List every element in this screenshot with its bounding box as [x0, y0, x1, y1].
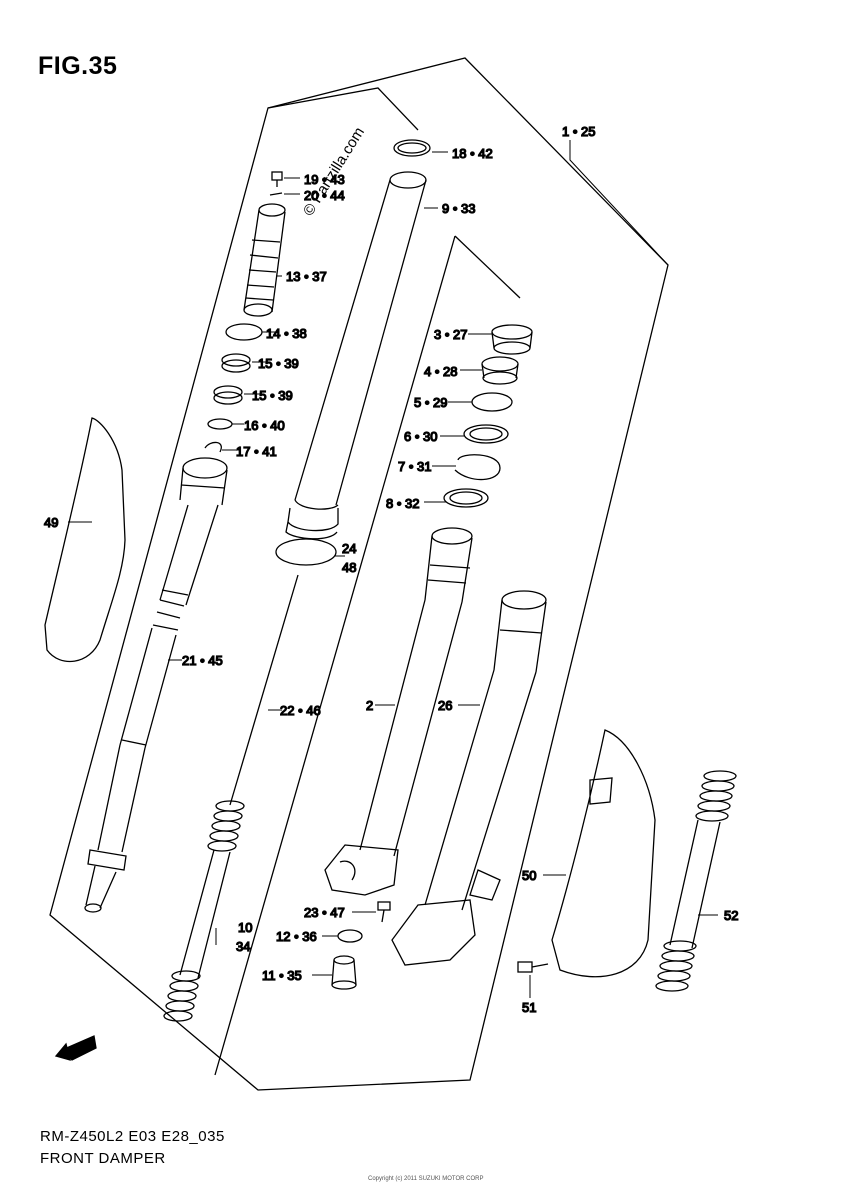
inner-right-outline — [454, 235, 521, 299]
callout-9-33: 9 • 33 — [442, 201, 475, 216]
o-ring-24 — [275, 538, 337, 566]
fwd-arrow — [54, 1035, 97, 1061]
bolt-23 — [377, 901, 391, 923]
bolt-19 — [271, 171, 283, 187]
dust-seal-8 — [443, 488, 489, 508]
bushing-15a — [221, 353, 251, 373]
callout-20-44: 20 • 44 — [304, 188, 345, 203]
diagram-name: FRONT DAMPER — [40, 1150, 166, 1167]
callout-18-42: 18 • 42 — [452, 146, 493, 161]
callout-17-41: 17 • 41 — [236, 444, 277, 459]
fork-guard-50 — [551, 729, 656, 978]
callout-7-31: 7 • 31 — [398, 459, 431, 474]
leader-lines — [68, 140, 718, 998]
callout-49: 49 — [44, 515, 58, 530]
spring-52-upper — [695, 770, 737, 822]
snap-ring-7 — [454, 454, 501, 481]
fork-guard-49 — [44, 417, 126, 663]
callout-8-32: 8 • 32 — [386, 496, 419, 511]
model-code: RM-Z450L2 E03 E28_035 — [40, 1128, 225, 1145]
outer-tube — [285, 171, 427, 540]
axle-bracket-26 — [391, 869, 501, 966]
callout-26: 26 — [438, 698, 452, 713]
washer-12 — [337, 929, 363, 943]
fitting-11 — [331, 955, 357, 990]
inner-tube-26 — [424, 590, 547, 911]
push-rod-22 — [229, 574, 299, 806]
cartridge-head-13 — [243, 203, 286, 317]
washer-16 — [207, 418, 233, 430]
callout-11-35: 11 • 35 — [262, 968, 302, 983]
o-ring-18 — [393, 139, 431, 157]
callout-5-29: 5 • 29 — [414, 395, 447, 410]
callout-10: 10 — [238, 920, 252, 935]
callout-15-39a: 15 • 39 — [258, 356, 299, 371]
callout-2: 2 — [366, 698, 373, 713]
spring-10-upper — [207, 800, 245, 852]
outer-group-outline — [49, 57, 669, 1091]
callout-52: 52 — [724, 908, 738, 923]
callout-16-40: 16 • 40 — [244, 418, 285, 433]
callout-23-47: 23 • 47 — [304, 905, 345, 920]
callout-24: 24 — [342, 541, 356, 556]
callout-4-28: 4 • 28 — [424, 364, 457, 379]
ring-14 — [225, 323, 263, 341]
callout-48: 48 — [342, 560, 356, 575]
inner-tube-2 — [359, 527, 473, 857]
callout-51: 51 — [522, 1000, 536, 1015]
callout-50: 50 — [522, 868, 536, 883]
callout-1-25: 1 • 25 — [562, 124, 595, 139]
figure-title: FIG.35 — [38, 52, 118, 80]
spring-52-rod — [669, 819, 721, 949]
callout-12-36: 12 • 36 — [276, 929, 317, 944]
copyright-notice: Copyright (c) 2011 SUZUKI MOTOR CORP — [368, 1176, 484, 1182]
clip-17 — [204, 441, 222, 453]
callout-34: 34 — [236, 939, 250, 954]
callout-3-27: 3 • 27 — [434, 327, 467, 342]
o-ring-18-inner — [397, 142, 427, 154]
spring-10-rod — [179, 849, 231, 979]
callout-14-38: 14 • 38 — [266, 326, 307, 341]
guide-bushing-3 — [491, 324, 533, 355]
washer-5 — [471, 392, 513, 412]
inner-vertical-line — [214, 235, 456, 1076]
inner-left-outline — [267, 87, 419, 131]
axle-bracket-2 — [324, 844, 399, 896]
slide-bushing-4 — [481, 356, 519, 385]
callout-15-39b: 15 • 39 — [252, 388, 293, 403]
callout-13-37: 13 • 37 — [286, 269, 327, 284]
callout-6-30: 6 • 30 — [404, 429, 437, 444]
oil-seal-6 — [463, 424, 509, 444]
inner-rod-21 — [84, 457, 228, 913]
callout-22-46: 22 • 46 — [280, 703, 321, 718]
bushing-15b — [213, 385, 243, 405]
callout-21-45: 21 • 45 — [182, 653, 223, 668]
spring-52-lower — [655, 940, 697, 992]
bolt-51 — [517, 961, 549, 973]
callout-19-43: 19 • 43 — [304, 172, 345, 187]
spring-10-lower — [163, 970, 201, 1022]
washer-20 — [269, 192, 283, 196]
